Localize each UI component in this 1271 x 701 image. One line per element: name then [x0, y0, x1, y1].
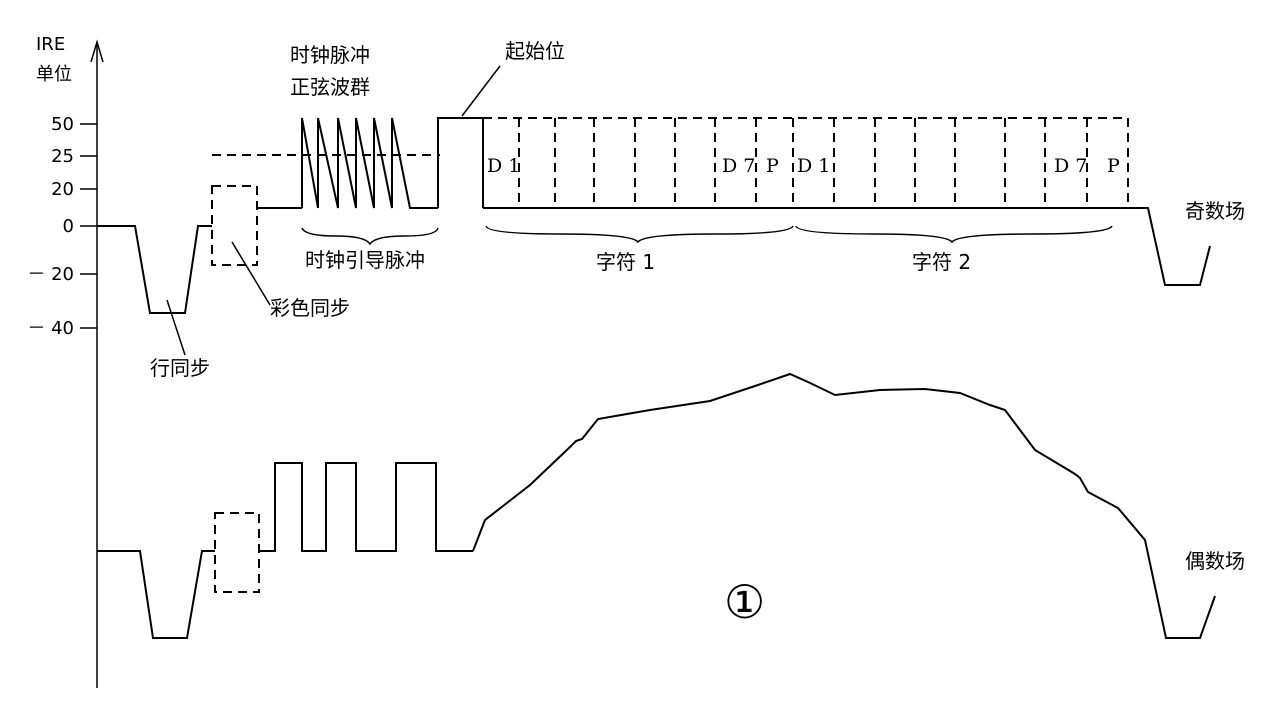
- line-sync-leader: [166, 299, 186, 356]
- y-tick-label: 0: [63, 216, 74, 237]
- y-tick-label: 50: [51, 114, 74, 135]
- color-burst-box: [211, 185, 258, 266]
- bit-label-d1: D 1: [487, 155, 520, 177]
- clock-burst-label-line1: 时钟脉冲: [290, 43, 370, 67]
- odd-field-waveform: [97, 117, 1211, 314]
- start-bit-label: 起始位: [505, 39, 565, 63]
- line-sync-label: 行同步: [150, 356, 210, 380]
- even-field-waveform: 偶数场 ①: [97, 372, 1245, 639]
- bit-label-p: P: [1107, 155, 1120, 177]
- y-axis-unit-label: 单位: [36, 64, 72, 85]
- y-tick-label: 20: [51, 179, 74, 200]
- even-color-burst-box: [214, 512, 260, 593]
- data-baseline-and-end: [483, 207, 1211, 286]
- clock-run-in-burst: [301, 117, 438, 209]
- even-clock-pulses: [259, 462, 473, 552]
- upper-annotations: 时钟脉冲 正弦波群 起始位 时钟引导脉冲 字符 1 字符 2 彩色同步 行同步 …: [150, 39, 1245, 380]
- odd-field-label: 奇数场: [1185, 199, 1245, 223]
- y-tick-label: － 20: [27, 264, 74, 285]
- bit-label-p: P: [766, 155, 779, 177]
- char1-label: 字符 1: [596, 250, 655, 274]
- y-axis-arrow-icon: [90, 39, 104, 63]
- y-axis: IRE 单位 50 25 20 0 － 20 － 40: [27, 34, 104, 688]
- clock-lead-brace: [301, 227, 439, 246]
- char2-label: 字符 2: [912, 250, 971, 274]
- color-sync-label: 彩色同步: [270, 296, 350, 320]
- clock-lead-label: 时钟引导脉冲: [305, 248, 425, 272]
- bit-label-d7: D 7: [722, 155, 755, 177]
- y-tick-label: 25: [51, 146, 74, 167]
- even-field-label: 偶数场: [1185, 549, 1245, 573]
- even-data-envelope: [472, 372, 1216, 639]
- start-bit-pulse: [437, 117, 484, 208]
- y-tick-label: － 40: [27, 318, 74, 339]
- char2-brace: [795, 225, 1113, 244]
- figure-number: ①: [724, 575, 765, 629]
- start-bit-leader: [461, 65, 501, 117]
- bit-label-d7: D 7: [1054, 155, 1087, 177]
- y-axis-ticks: 50 25 20 0 － 20 － 40: [27, 114, 97, 339]
- clock-burst-label-line2: 正弦波群: [290, 75, 370, 99]
- even-line-sync-and-clock: [97, 550, 215, 639]
- char1-brace: [485, 225, 794, 244]
- bit-label-d1: D 1: [797, 155, 830, 177]
- y-axis-unit-ire: IRE: [36, 34, 65, 55]
- bit-dividers: [518, 118, 1088, 208]
- color-sync-leader: [231, 241, 271, 306]
- line-sync-pulse: [97, 225, 212, 314]
